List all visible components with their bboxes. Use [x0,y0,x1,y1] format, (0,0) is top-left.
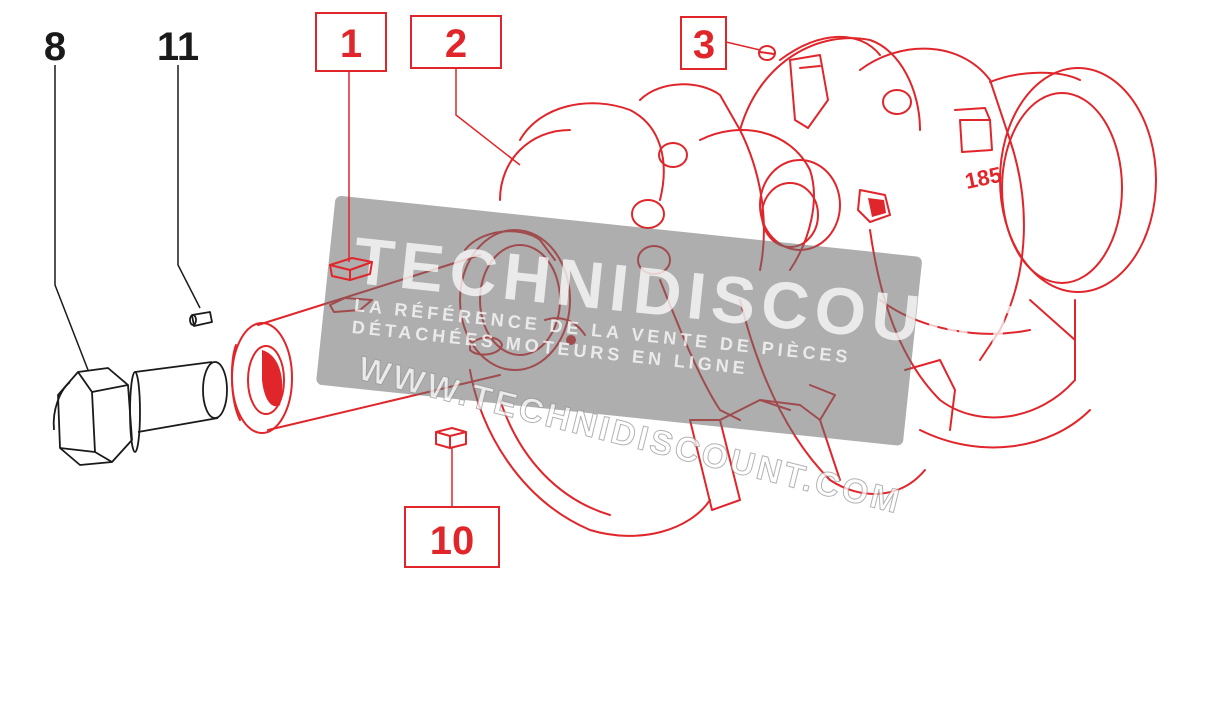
leader-3 [725,41,761,51]
callout-label-1: 1 [340,22,362,66]
key-part-1 [329,257,373,281]
leader-2 [455,68,521,166]
plug-part-3 [758,45,776,61]
leader-8 [54,65,89,371]
callout-label-11: 11 [157,25,199,69]
bolt-part-8 [52,361,228,466]
callout-label-8: 8 [44,25,66,69]
callout-2: 2 [410,15,502,69]
part-marking: 185 [963,162,1004,194]
callout-10: 10 [404,506,500,568]
callout-label-2: 2 [445,22,467,66]
callout-label-3: 3 [693,23,715,67]
callout-8: 8 [44,25,66,69]
key-part-10 [435,427,467,449]
callout-11: 11 [157,25,199,69]
callout-1: 1 [315,12,387,72]
callout-3: 3 [680,16,727,70]
watermark: TECHNIDISCOUNT LA RÉFÉRENCE DE LA VENTE … [316,196,1029,446]
callout-label-10: 10 [430,519,475,563]
leader-lines [54,41,761,507]
dowel-pin-part-11 [189,311,213,327]
leader-11 [177,65,201,309]
